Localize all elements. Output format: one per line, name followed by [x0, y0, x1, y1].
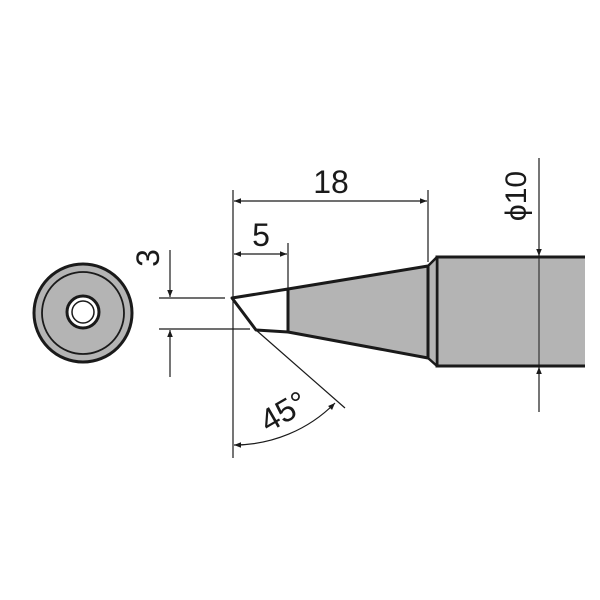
dimension-diameter: ϕ10	[500, 158, 542, 412]
label-length-total: 18	[313, 164, 349, 200]
extension-line-bevel	[255, 329, 346, 409]
angle-arc	[233, 402, 336, 448]
side-view	[230, 255, 585, 368]
label-angle: 45°	[254, 384, 314, 439]
tip-bevel	[230, 287, 290, 334]
end-view	[32, 262, 134, 364]
dimension-length-total: 18	[232, 164, 429, 458]
end-view-inner-ring	[41, 271, 125, 355]
dimension-angle: 45°	[233, 329, 346, 448]
label-tip-width: 3	[130, 249, 166, 267]
label-length-tip: 5	[252, 217, 270, 253]
end-view-center-bore	[71, 300, 95, 324]
tip-shank	[437, 257, 585, 366]
tip-taper	[286, 264, 430, 360]
dimension-length-tip: 5	[234, 217, 289, 288]
dimension-tip-width: 3	[130, 249, 250, 377]
label-diameter: ϕ10	[500, 171, 533, 221]
